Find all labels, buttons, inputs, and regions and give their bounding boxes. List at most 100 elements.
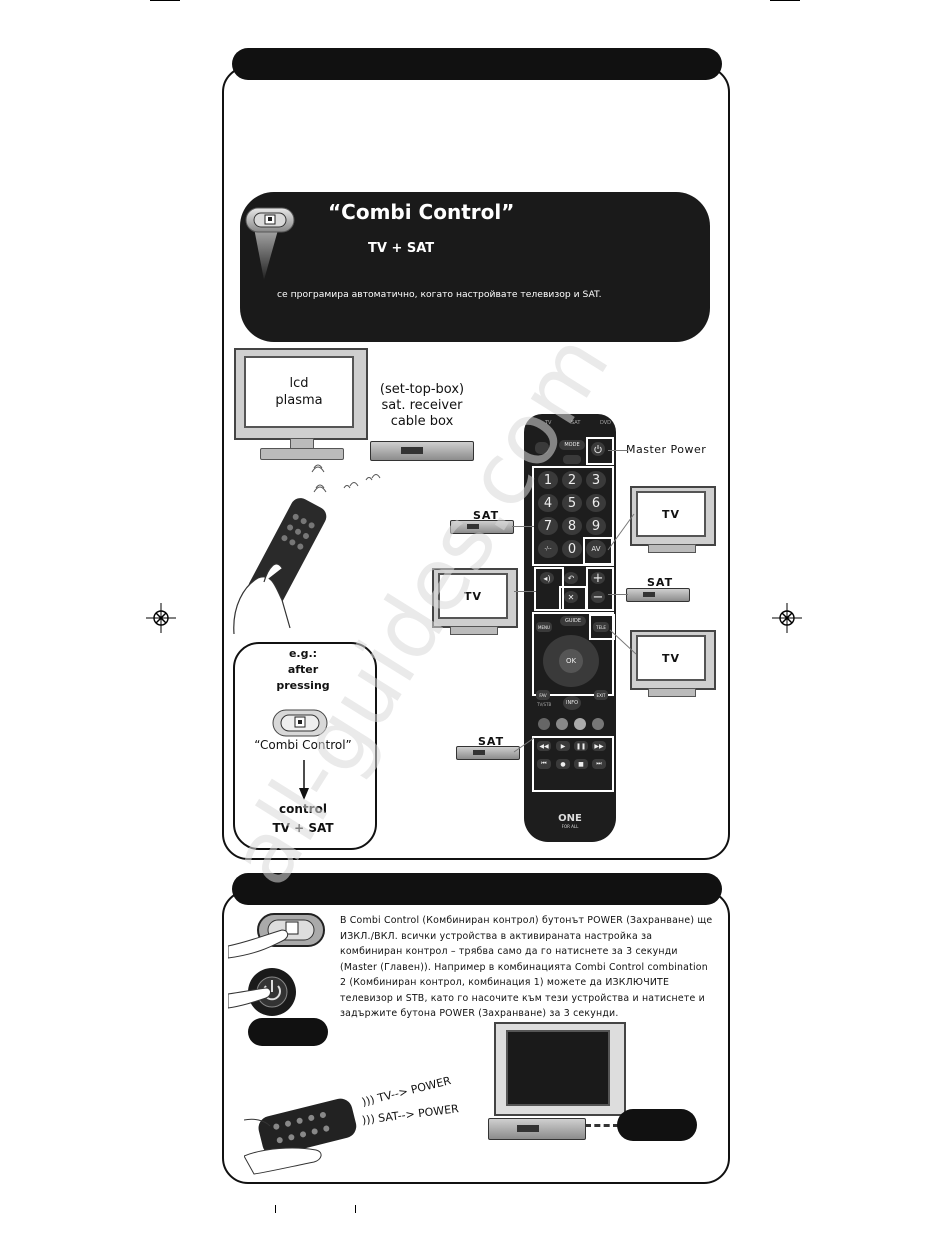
tv-device-3: TV: [630, 630, 716, 698]
forward-icon[interactable]: ▶▶: [592, 741, 606, 751]
stb-caption: (set-top-box) sat. receiver cable box: [372, 382, 472, 430]
digit-3[interactable]: 3: [586, 471, 606, 489]
next-icon[interactable]: ⏭: [592, 759, 606, 769]
example-line5: TV + SAT: [272, 821, 334, 835]
tv-label-2: TV: [463, 589, 483, 603]
digit-4[interactable]: 4: [538, 494, 558, 512]
mode-dvd-label: DVD: [599, 420, 611, 426]
tv-device-2: TV: [432, 568, 518, 636]
example-line4: control: [279, 802, 327, 816]
dashed-link: [585, 1124, 619, 1127]
callout-line: [512, 526, 534, 527]
highlight-transport: [532, 736, 614, 792]
stb-line3: cable box: [390, 414, 454, 429]
menu-button[interactable]: MENU: [536, 622, 552, 632]
callout-line: [607, 513, 635, 551]
stb-line2: sat. receiver: [381, 398, 463, 413]
av-button[interactable]: AV: [586, 540, 606, 558]
highlight-power: [586, 437, 614, 465]
mute-icon[interactable]: ✕: [564, 591, 578, 603]
digit-5[interactable]: 5: [562, 494, 582, 512]
tv-pill: [617, 1109, 697, 1141]
sat-label-1: SAT: [473, 509, 500, 522]
digit-0[interactable]: 0: [562, 540, 582, 558]
channel-down-icon[interactable]: −: [591, 589, 605, 605]
source-button[interactable]: [563, 455, 581, 464]
back-icon[interactable]: ↶: [564, 572, 578, 584]
hand-remote-bottom-icon: [244, 1098, 357, 1175]
crop-mark: [770, 0, 800, 1]
volume-icon[interactable]: ◂): [540, 572, 554, 584]
highlight-channel: [586, 567, 614, 611]
fav-button[interactable]: FAV: [536, 690, 550, 700]
combi-info-box: [240, 192, 710, 342]
hand-remote-icon: [233, 498, 327, 635]
prev-icon[interactable]: ⏮: [537, 759, 551, 769]
highlight-volume: [534, 567, 564, 611]
play-icon[interactable]: ▶: [556, 741, 570, 751]
record-icon[interactable]: ●: [556, 759, 570, 769]
combi-description: се програмира автоматично, когато настро…: [277, 289, 602, 300]
digit-9[interactable]: 9: [586, 517, 606, 535]
combi-button-icon: [245, 207, 295, 280]
registration-mark-left: [146, 603, 176, 633]
example-text-bottom: control TV + SAT: [253, 800, 353, 838]
section-header-bar: [232, 48, 722, 80]
digit-1[interactable]: 1: [538, 471, 558, 489]
blue-key[interactable]: [592, 718, 604, 730]
callout-line: [514, 591, 536, 592]
exit-button[interactable]: EXIT: [594, 690, 608, 700]
yellow-key[interactable]: [574, 718, 586, 730]
crop-mark: [150, 0, 180, 1]
combi-mode: TV + SAT: [368, 241, 435, 256]
arrow-down-icon: [299, 760, 309, 800]
remote-mode-leds: TV SAT DVD: [545, 420, 611, 426]
digit-7[interactable]: 7: [538, 517, 558, 535]
rewind-icon[interactable]: ◀◀: [537, 741, 551, 751]
example-text-top: e.g.: after pressing: [263, 646, 343, 694]
digit-2[interactable]: 2: [562, 471, 582, 489]
highlight-av: [583, 537, 613, 565]
guide-button[interactable]: GUIDE: [560, 616, 586, 626]
green-key[interactable]: [556, 718, 568, 730]
sat-label-3: SAT: [478, 735, 505, 748]
tv-bottom: [494, 1022, 626, 1120]
sat-label-2: SAT: [647, 576, 674, 589]
info-button[interactable]: INFO: [563, 696, 581, 710]
power-pill: [248, 1018, 328, 1046]
registration-mark-right: [772, 603, 802, 633]
combi-button[interactable]: [535, 442, 549, 454]
pause-icon[interactable]: ❚❚: [574, 741, 588, 751]
power-button[interactable]: [591, 442, 605, 456]
mode-tv-label: TV: [545, 420, 552, 426]
set-top-box-bottom: [488, 1118, 586, 1140]
digit-6[interactable]: 6: [586, 494, 606, 512]
sat-box-3: [456, 746, 520, 760]
teletext-button[interactable]: TELE: [593, 622, 609, 632]
digit-dash[interactable]: -/--: [538, 540, 558, 558]
brand-line1: ONE: [558, 813, 582, 824]
combi-button-icon: [272, 709, 328, 737]
ok-button[interactable]: OK: [559, 649, 583, 673]
channel-up-icon[interactable]: +: [591, 570, 605, 586]
ir-signal-icon: [311, 464, 381, 493]
stop-icon[interactable]: ■: [574, 759, 588, 769]
power-paragraph: В Combi Control (Комбиниран контрол) бут…: [340, 915, 713, 1019]
callout-line: [608, 450, 628, 451]
highlight-teletext: [589, 614, 615, 640]
section-header-bar: [232, 873, 722, 905]
brand-line2: FOR ALL: [561, 824, 579, 829]
crop-mark: [355, 1205, 356, 1213]
power-icon: [594, 445, 602, 454]
example-line3: pressing: [276, 679, 330, 692]
finger-press-combi-icon: [228, 913, 325, 959]
red-key[interactable]: [538, 718, 550, 730]
tv-label-1: TV: [661, 507, 681, 521]
digit-8[interactable]: 8: [562, 517, 582, 535]
callout-line: [513, 737, 535, 753]
set-top-box: [370, 441, 474, 461]
tv-device-1: TV: [630, 486, 716, 554]
mode-button[interactable]: MODE: [559, 440, 585, 450]
tv-screen-line1: lcd: [289, 376, 309, 391]
example-panel: [233, 642, 377, 850]
